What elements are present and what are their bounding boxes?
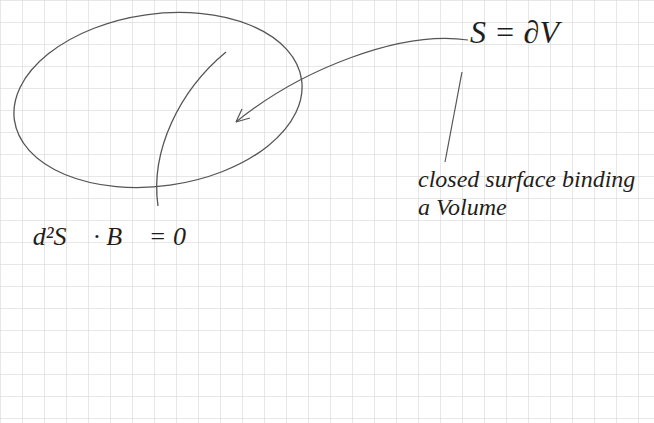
leader-line — [445, 72, 462, 162]
pointer-arrow — [236, 38, 468, 122]
closed-surface — [2, 0, 313, 205]
note-text: closed surface binding a Volume — [418, 166, 646, 221]
surface-contour — [157, 52, 226, 206]
equation: ∮ d²S⃗ · B⃗ = 0 — [6, 222, 186, 252]
arrow-head — [236, 109, 250, 122]
note-text: S = ∂V — [470, 14, 559, 51]
